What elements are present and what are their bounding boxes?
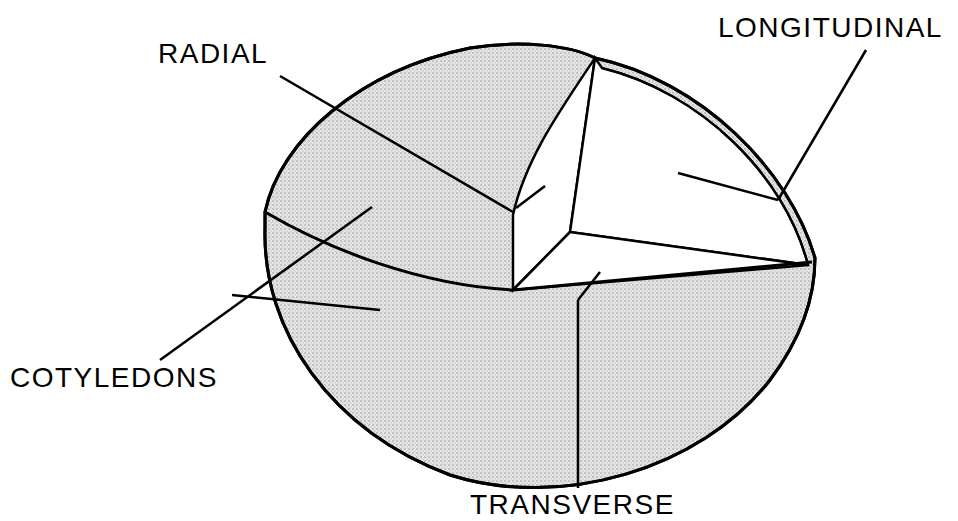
part-label: COTYLEDONS: [10, 364, 218, 392]
leader-lines: [160, 50, 866, 488]
leader-line: [678, 173, 778, 200]
part-label: TRANSVERSE: [470, 491, 675, 519]
longitudinal-face: [570, 58, 808, 265]
leader-line: [516, 186, 545, 208]
leader-line: [280, 76, 513, 212]
leader-line: [578, 272, 600, 300]
leader-line: [232, 295, 380, 310]
transverse-face: [513, 232, 808, 290]
seed-outline: [265, 44, 815, 487]
part-label: RADIAL: [158, 40, 268, 68]
seed-coat: [602, 68, 808, 265]
leader-line: [577, 300, 580, 488]
part-label: LONGITUDINAL: [718, 14, 943, 42]
leader-line: [778, 50, 866, 200]
leader-line: [160, 207, 372, 360]
seed-body: [265, 44, 815, 487]
